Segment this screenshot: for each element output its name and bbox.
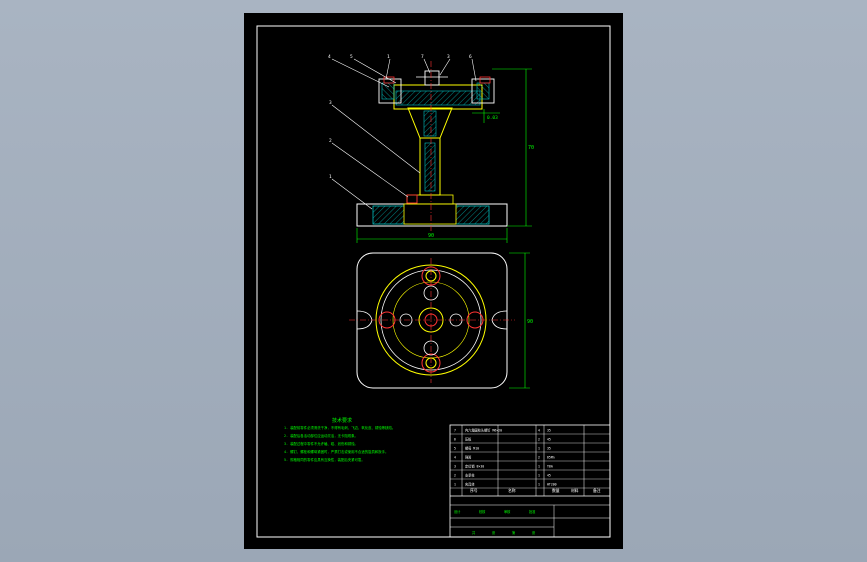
front-view: 70 90 0.03 4 5 1 7 3 6 3 2 1 bbox=[328, 54, 534, 243]
screw-right bbox=[479, 76, 491, 84]
parts-list-cell: 4 bbox=[538, 429, 540, 433]
header-material: 材料 bbox=[571, 488, 579, 493]
balloon-2: 2 bbox=[329, 138, 332, 144]
parts-list-cell: 夹具体 bbox=[465, 482, 475, 487]
note-line-2: 2. 装配后各活动部位应运动灵活，无卡阻现象。 bbox=[284, 433, 358, 438]
left-clamp-arm bbox=[378, 78, 402, 104]
parts-list-cell: 弹簧 bbox=[465, 455, 472, 460]
note-line-4: 4. 螺钉、螺栓和螺母紧固时，严禁打击或使用不合适的旋具和扳手。 bbox=[284, 449, 388, 454]
top-nut bbox=[424, 70, 440, 86]
balloon-1b: 1 bbox=[329, 174, 332, 180]
assembly-drawing: 70 90 0.03 4 5 1 7 3 6 3 2 1 bbox=[256, 25, 611, 538]
sheet-row: 共 张 第 张 bbox=[472, 530, 536, 535]
note-line-5: 5. 规格相同的零件应具有互换性，装配后夹紧可靠。 bbox=[284, 457, 365, 462]
parts-list-cell: 1 bbox=[538, 474, 540, 478]
neck bbox=[407, 107, 453, 139]
parts-list-cell: 5 bbox=[454, 447, 456, 451]
parts-list-cell: 1 bbox=[538, 465, 540, 469]
balloon-4: 4 bbox=[328, 54, 331, 60]
parts-list-cell: 定位销 8×30 bbox=[465, 464, 484, 469]
parts-list-header: 序号 名称 数量 材料 备注 bbox=[470, 488, 601, 493]
drawing-sheet[interactable]: 70 90 0.03 4 5 1 7 3 6 3 2 1 bbox=[244, 13, 623, 549]
parts-list-cell: 内六角圆柱头螺钉 M6×20 bbox=[465, 428, 502, 433]
parts-list-cell: 2 bbox=[454, 474, 456, 478]
neck-hatch bbox=[423, 110, 437, 137]
svg-text:张: 张 bbox=[532, 530, 536, 535]
dim-base-width: 90 bbox=[428, 233, 434, 239]
balloon-3: 3 bbox=[447, 54, 450, 60]
parts-list: 7 内六角圆柱头螺钉 M6×20 4 35 6 压板 2 45 5 螺母 M10 1 35 4 弹簧 2 65… bbox=[450, 428, 610, 489]
left-arm-hatch bbox=[381, 82, 395, 100]
balloon-7: 7 bbox=[421, 54, 424, 60]
note-line-1: 1. 装配前零件必须清洗干净，不得有毛刺、飞边、氧化皮、锈蚀等缺陷。 bbox=[284, 425, 395, 430]
svg-text:张: 张 bbox=[492, 530, 496, 535]
balloon-5: 5 bbox=[350, 54, 353, 60]
balloon-labels: 4 5 1 7 3 6 3 2 1 bbox=[328, 54, 472, 180]
dim-detail: 0.03 bbox=[487, 115, 498, 121]
head-hatch bbox=[395, 90, 481, 106]
screw-left bbox=[383, 76, 395, 84]
balloon-3b: 3 bbox=[329, 100, 332, 106]
sign-check: 校核 bbox=[479, 509, 486, 514]
parts-list-cell: 1 bbox=[538, 483, 540, 487]
sign-approve: 批准 bbox=[529, 509, 536, 514]
parts-list-cell: 35 bbox=[547, 447, 551, 451]
dim-plan-height: 90 bbox=[527, 319, 533, 325]
parts-list-cell: HT200 bbox=[547, 483, 557, 487]
header-name: 名称 bbox=[508, 488, 516, 493]
parts-list-cell: 2 bbox=[538, 456, 540, 460]
base-recess bbox=[403, 203, 457, 225]
parts-list-cell: 35 bbox=[547, 429, 551, 433]
notes-heading: 技术要求 bbox=[332, 417, 352, 424]
dim-height: 70 bbox=[528, 145, 534, 151]
svg-text:共: 共 bbox=[472, 530, 476, 535]
right-arm-hatch bbox=[476, 82, 490, 100]
svg-text:第: 第 bbox=[512, 530, 516, 535]
parts-list-cell: 1 bbox=[454, 483, 456, 487]
drawing-border bbox=[256, 25, 611, 538]
note-line-3: 3. 装配过程中零件不允许磕、碰、划伤和锈蚀。 bbox=[284, 441, 358, 446]
parts-list-cell: 4 bbox=[454, 456, 456, 460]
parts-list-cell: 螺母 M10 bbox=[465, 446, 479, 451]
parts-list-cell: 1 bbox=[538, 447, 540, 451]
header-remark: 备注 bbox=[593, 488, 601, 493]
sign-review: 审核 bbox=[504, 509, 511, 514]
dimension-lines bbox=[356, 68, 532, 243]
column-hatch bbox=[424, 142, 436, 192]
balloon-6: 6 bbox=[469, 54, 472, 60]
parts-list-cell: 6 bbox=[454, 438, 456, 442]
title-block: 7 内六角圆柱头螺钉 M6×20 4 35 6 压板 2 45 5 螺母 M10 1 35 4 弹簧 2 65… bbox=[449, 424, 611, 538]
parts-list-cell: 65Mn bbox=[547, 456, 555, 460]
parts-list-cell: 2 bbox=[538, 438, 540, 442]
header-qty: 数量 bbox=[552, 488, 560, 493]
sign-design: 设计 bbox=[454, 509, 461, 514]
leader-lines bbox=[331, 58, 477, 210]
right-clamp-arm bbox=[471, 78, 495, 104]
parts-list-cell: 压板 bbox=[465, 437, 472, 442]
balloon-1: 1 bbox=[387, 54, 390, 60]
plan-outline bbox=[356, 252, 508, 389]
parts-list-cell: 45 bbox=[547, 438, 551, 442]
parts-list-cell: 45 bbox=[547, 474, 551, 478]
sign-row: 设计 校核 审核 批准 bbox=[454, 509, 536, 514]
locating-pin bbox=[406, 194, 418, 204]
plan-view: 90 bbox=[349, 252, 533, 389]
technical-notes: 技术要求 1. 装配前零件必须清洗干净，不得有毛刺、飞边、氧化皮、锈蚀等缺陷。 … bbox=[284, 417, 395, 462]
header-no: 序号 bbox=[470, 488, 478, 493]
parts-list-cell: 7 bbox=[454, 429, 456, 433]
parts-list-cell: 3 bbox=[454, 465, 456, 469]
parts-list-cell: 支承柱 bbox=[465, 473, 475, 478]
parts-list-cell: T8A bbox=[547, 465, 553, 469]
